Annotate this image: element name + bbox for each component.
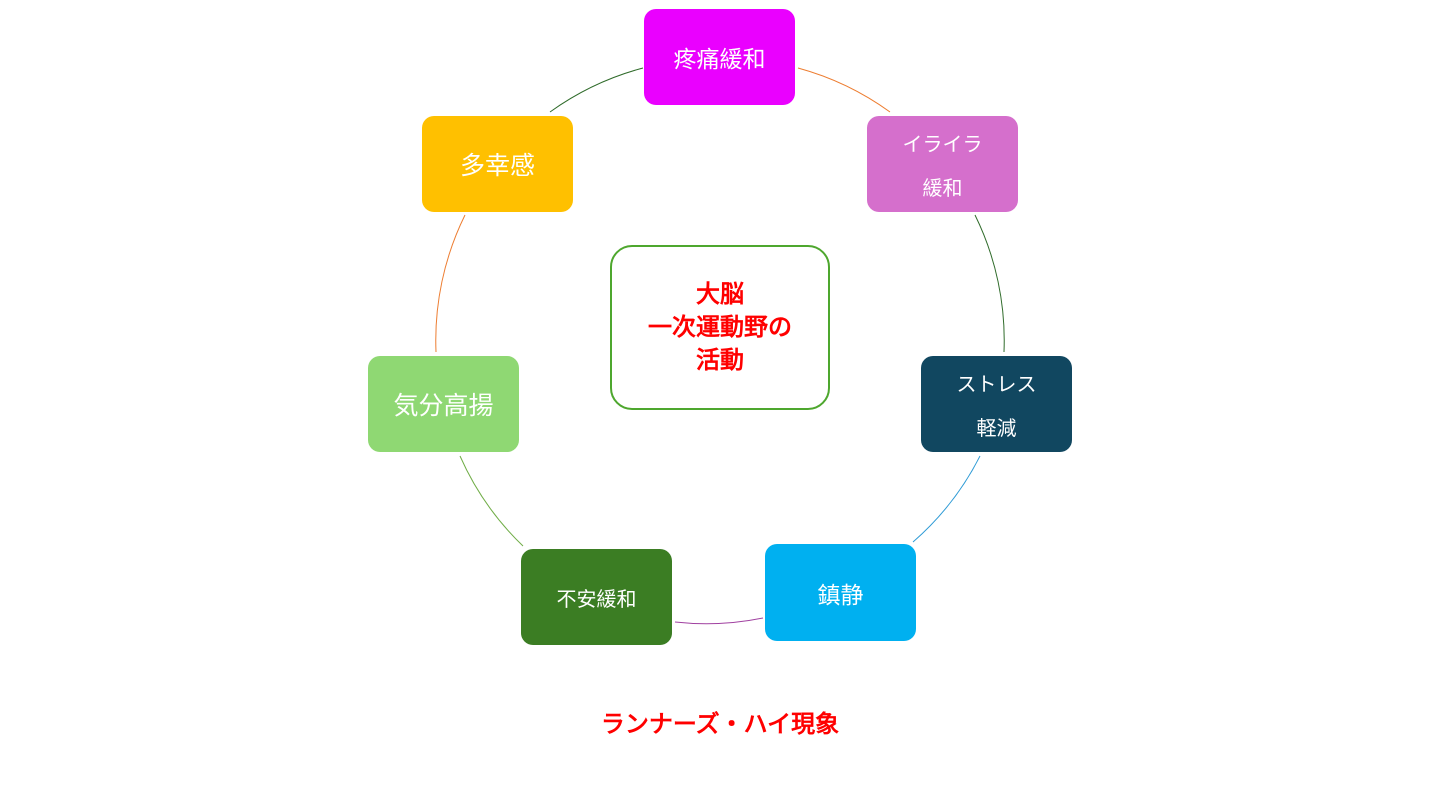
- arc-stress-sedation: [912, 455, 981, 543]
- node-label: 疼痛緩和: [673, 47, 766, 73]
- center-node: 大脳 一次運動野の 活動: [610, 245, 830, 410]
- arc-sedation-anxiety: [674, 617, 764, 625]
- node-label: 鎮静: [817, 582, 864, 609]
- node-stress-reduction: ストレス 軽減: [921, 356, 1072, 452]
- node-label: 不安緩和: [556, 586, 637, 611]
- arc-anxiety-mood: [459, 455, 524, 547]
- node-label: 多幸感: [459, 151, 535, 180]
- center-line: 一次運動野の: [648, 313, 792, 341]
- node-pain-relief: 疼痛緩和: [644, 9, 795, 105]
- diagram-title: ランナーズ・ハイ現象: [600, 710, 840, 738]
- node-label: イライラ: [902, 131, 983, 156]
- center-line: 活動: [696, 346, 744, 374]
- node-label: 気分高揚: [393, 391, 494, 420]
- node-label: 緩和: [922, 175, 963, 200]
- node-sedation: 鎮静: [765, 544, 916, 641]
- node-euphoria: 多幸感: [422, 116, 573, 212]
- node-mood-elevation: 気分高揚: [368, 356, 519, 452]
- arc-irritation-stress: [974, 214, 1005, 353]
- node-irritation-relief: イライラ 緩和: [867, 116, 1018, 212]
- node-label: 軽減: [976, 415, 1017, 440]
- center-line: 大脳: [696, 280, 744, 308]
- node-anxiety-relief: 不安緩和: [521, 549, 672, 645]
- arc-pain-irritation: [797, 67, 891, 113]
- node-label: ストレス: [956, 371, 1037, 396]
- arc-mood-euphoria: [435, 214, 466, 353]
- arc-euphoria-pain: [549, 67, 644, 113]
